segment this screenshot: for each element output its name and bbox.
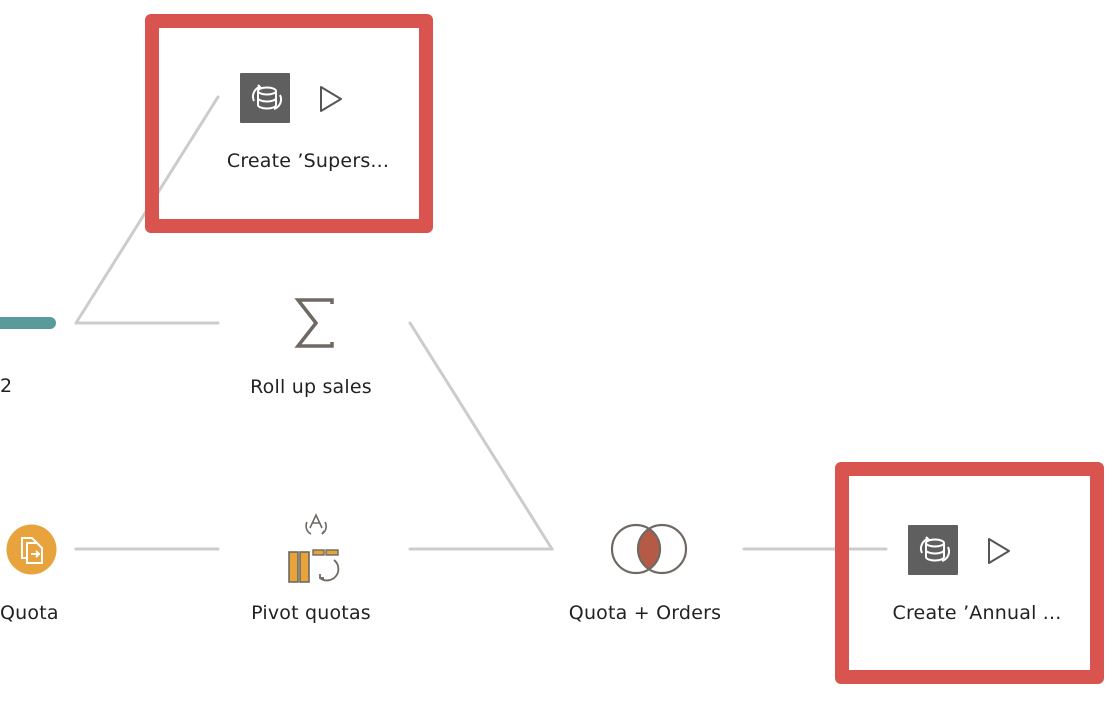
quota-input-label: Quota: [0, 602, 59, 624]
join-label: Quota + Orders: [568, 602, 722, 624]
highlight-box-annual: [835, 462, 1104, 684]
pivot-icon[interactable]: [284, 512, 342, 586]
file-input-icon[interactable]: [6, 524, 57, 575]
rollup-label: Roll up sales: [250, 376, 372, 398]
play-icon: [988, 538, 1010, 564]
output-annual-label: Create ’Annual ...: [892, 602, 1062, 624]
run-flow-button[interactable]: [984, 536, 1014, 566]
sigma-aggregate-icon[interactable]: [294, 296, 336, 350]
run-flow-button[interactable]: [316, 84, 346, 114]
database-output-icon[interactable]: [908, 525, 958, 575]
venn-join-icon[interactable]: [608, 522, 690, 576]
highlight-box-superstore: [145, 14, 433, 233]
output-superstore-label: Create ’Supers...: [226, 150, 390, 172]
connector-rollup-to-join: [408, 321, 554, 551]
database-output-icon[interactable]: [240, 73, 290, 123]
input-step-bar[interactable]: [0, 317, 56, 329]
pivot-label: Pivot quotas: [251, 602, 371, 624]
left-node-label: 2: [0, 375, 13, 397]
play-icon: [320, 86, 342, 112]
